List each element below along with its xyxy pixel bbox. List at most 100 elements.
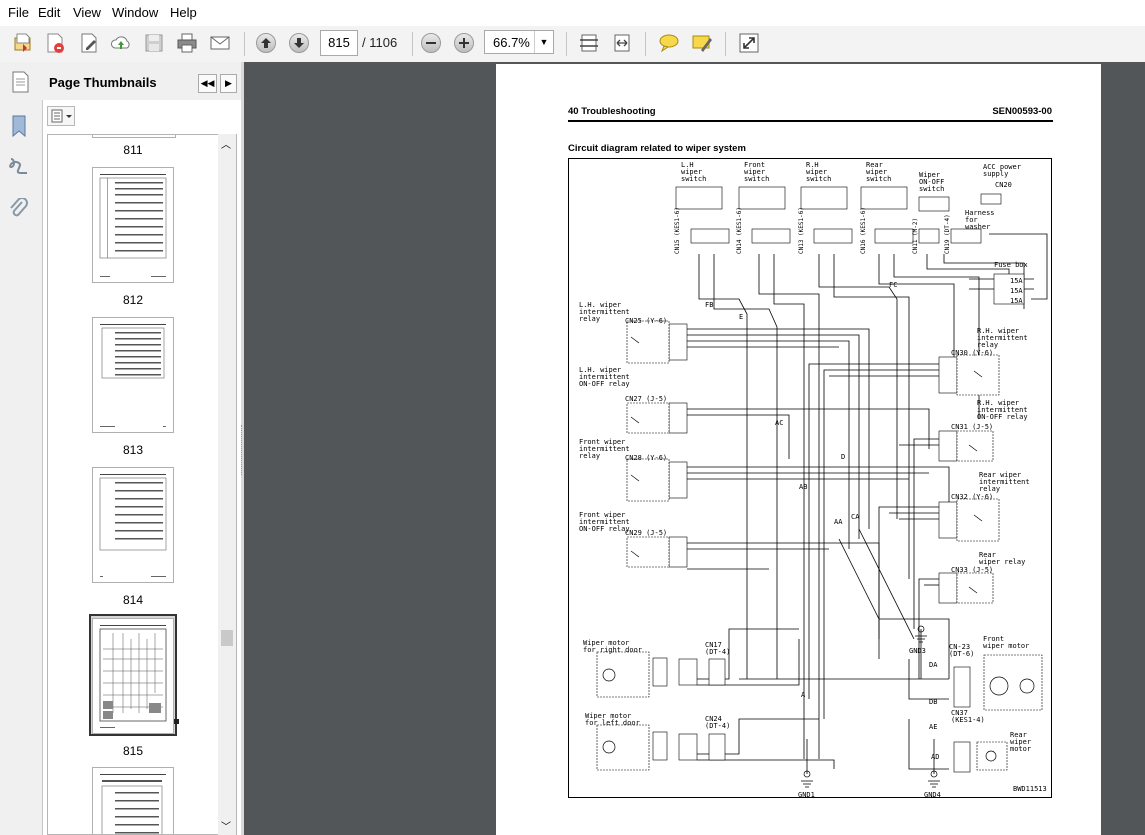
svg-text:CN20: CN20 — [995, 181, 1012, 189]
print-button[interactable] — [174, 30, 200, 56]
resize-handle[interactable] — [174, 719, 179, 724]
thumbnail-page-811[interactable] — [92, 135, 176, 138]
svg-text:CN28 (Y-6): CN28 (Y-6) — [625, 454, 667, 462]
expand-icon — [739, 33, 759, 53]
thumbnail-list[interactable]: 811 812 813 814 815 — [47, 134, 237, 835]
fit-width-icon — [614, 34, 630, 52]
menu-bar: File Edit View Window Help — [0, 0, 1145, 27]
open-button[interactable] — [10, 30, 36, 56]
highlight-button[interactable] — [689, 30, 715, 56]
splitter-grip[interactable] — [241, 425, 246, 475]
svg-text:Wiper motor: Wiper motor — [583, 639, 629, 647]
toolbar-separator — [412, 32, 413, 56]
page-number-input[interactable]: 815 — [320, 30, 358, 56]
svg-text:CN17: CN17 — [705, 641, 722, 649]
page-thumbnails-icon[interactable] — [10, 70, 32, 94]
fit-page-button[interactable] — [576, 30, 602, 56]
svg-text:motor: motor — [1010, 745, 1031, 753]
svg-text:for: for — [965, 216, 978, 224]
svg-text:intermittent: intermittent — [977, 406, 1028, 414]
menu-view[interactable]: View — [73, 5, 101, 20]
svg-text:DA: DA — [929, 661, 938, 669]
menu-file[interactable]: File — [8, 5, 29, 20]
thumbnail-page-812[interactable] — [92, 167, 174, 283]
svg-text:switch: switch — [866, 175, 891, 183]
svg-text:D: D — [841, 453, 845, 461]
svg-text:R.H. wiper: R.H. wiper — [977, 327, 1019, 335]
svg-text:Rear: Rear — [1010, 731, 1027, 739]
svg-text:switch: switch — [744, 175, 769, 183]
svg-text:DB: DB — [929, 698, 937, 706]
svg-text:Harness: Harness — [965, 209, 995, 217]
email-button[interactable] — [207, 30, 233, 56]
svg-text:Front wiper: Front wiper — [579, 438, 625, 446]
comment-button[interactable] — [656, 30, 682, 56]
fit-width-button[interactable] — [609, 30, 635, 56]
thumbnail-scrollbar[interactable]: ︿ ﹀ — [218, 134, 236, 835]
svg-text:CN37: CN37 — [951, 709, 968, 717]
edit-button[interactable] — [76, 30, 102, 56]
svg-text:Front: Front — [983, 635, 1004, 643]
svg-text:R.H. wiper: R.H. wiper — [977, 399, 1019, 407]
fullscreen-button[interactable] — [736, 30, 762, 56]
svg-text:CN30 (Y-6): CN30 (Y-6) — [951, 349, 993, 357]
svg-text:ON-OFF relay: ON-OFF relay — [579, 525, 630, 533]
create-pdf-icon — [47, 33, 64, 53]
cloud-upload-icon — [111, 36, 130, 49]
menu-help[interactable]: Help — [170, 5, 197, 20]
chevron-down-icon[interactable]: ▼ — [534, 31, 553, 53]
svg-text:(KES1-4): (KES1-4) — [951, 716, 985, 724]
save-button[interactable] — [141, 30, 167, 56]
zoom-in-button[interactable] — [451, 30, 477, 56]
zoom-value: 66.7% — [493, 35, 530, 50]
svg-text:intermittent: intermittent — [979, 478, 1030, 486]
next-page-button[interactable] — [286, 30, 312, 56]
plus-icon — [454, 33, 474, 53]
signature-icon[interactable] — [7, 155, 31, 179]
panel-splitter[interactable] — [241, 62, 244, 835]
fit-page-icon — [580, 34, 598, 52]
scroll-thumb[interactable] — [221, 630, 233, 646]
svg-text:intermittent: intermittent — [579, 308, 630, 316]
pdf-page: 40 Troubleshooting SEN00593-00 Circuit d… — [496, 64, 1101, 835]
svg-text:relay: relay — [977, 341, 998, 349]
svg-text:AC: AC — [775, 419, 783, 427]
svg-text:wiper: wiper — [744, 168, 765, 176]
svg-text:washer: washer — [965, 223, 990, 231]
svg-text:wiper motor: wiper motor — [983, 642, 1029, 650]
paperclip-icon[interactable] — [8, 198, 30, 222]
svg-text:ON-OFF: ON-OFF — [919, 178, 944, 186]
menu-edit[interactable]: Edit — [38, 5, 61, 20]
scroll-down-icon[interactable]: ﹀ — [221, 822, 231, 833]
edit-document-icon — [81, 33, 97, 53]
previous-page-button[interactable] — [253, 30, 279, 56]
svg-text:ON-OFF relay: ON-OFF relay — [977, 413, 1028, 421]
svg-text:AD: AD — [931, 753, 939, 761]
thumbnail-page-814[interactable] — [92, 467, 174, 583]
bookmark-icon[interactable] — [9, 114, 29, 138]
svg-text:CN31 (J-5): CN31 (J-5) — [951, 423, 993, 431]
thumbnail-options-button[interactable] — [47, 106, 75, 126]
svg-text:R.H: R.H — [806, 161, 819, 169]
create-pdf-button[interactable] — [42, 30, 68, 56]
upload-button[interactable] — [108, 30, 134, 56]
svg-text:relay: relay — [579, 452, 600, 460]
thumbnail-page-813[interactable] — [92, 317, 174, 433]
menu-window[interactable]: Window — [112, 5, 159, 20]
panel-next-button[interactable]: ▶ — [220, 74, 237, 93]
svg-text:AE: AE — [929, 723, 937, 731]
scroll-up-icon[interactable]: ︿ — [221, 140, 231, 151]
svg-text:CN-23: CN-23 — [949, 643, 970, 651]
svg-text:FC: FC — [889, 281, 897, 289]
thumbnail-page-815[interactable] — [92, 618, 174, 734]
collapse-panel-button[interactable]: ◀◀ — [198, 74, 217, 93]
toolbar-separator — [645, 32, 646, 56]
thumbnail-page-816[interactable] — [92, 767, 174, 834]
svg-text:CN27 (J-5): CN27 (J-5) — [625, 395, 667, 403]
section-title: Circuit diagram related to wiper system — [568, 143, 746, 154]
zoom-out-button[interactable] — [418, 30, 444, 56]
svg-text:AA: AA — [834, 518, 843, 526]
zoom-select[interactable]: 66.7% ▼ — [484, 30, 554, 54]
svg-text:CN29 (J-5): CN29 (J-5) — [625, 529, 667, 537]
